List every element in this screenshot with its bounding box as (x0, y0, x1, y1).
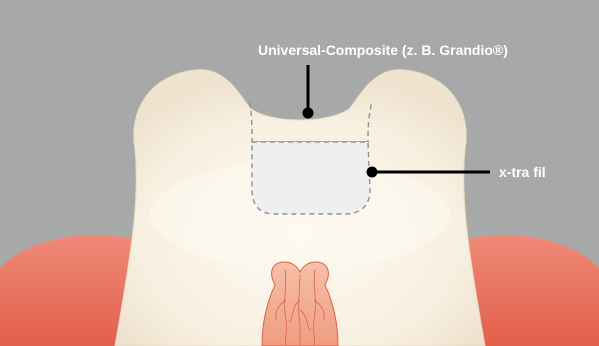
bulk-fill-area (252, 142, 370, 214)
label-x-tra-fil: x-tra fil (499, 164, 546, 180)
leader-dot-right (367, 167, 378, 178)
label-universal-composite: Universal-Composite (z. B. Grandio®) (258, 42, 508, 58)
leader-dot-top (303, 108, 314, 119)
